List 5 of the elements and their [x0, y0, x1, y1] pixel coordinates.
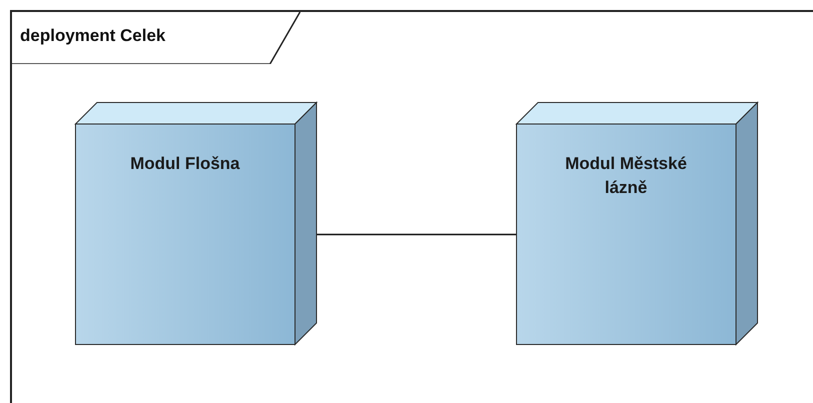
frame-title: deployment Celek — [20, 26, 166, 46]
connector-line — [317, 234, 516, 236]
node-label: Modul Městské lázně — [564, 153, 688, 199]
node-label: Modul Flošna — [129, 153, 241, 175]
deployment-frame — [10, 10, 813, 403]
